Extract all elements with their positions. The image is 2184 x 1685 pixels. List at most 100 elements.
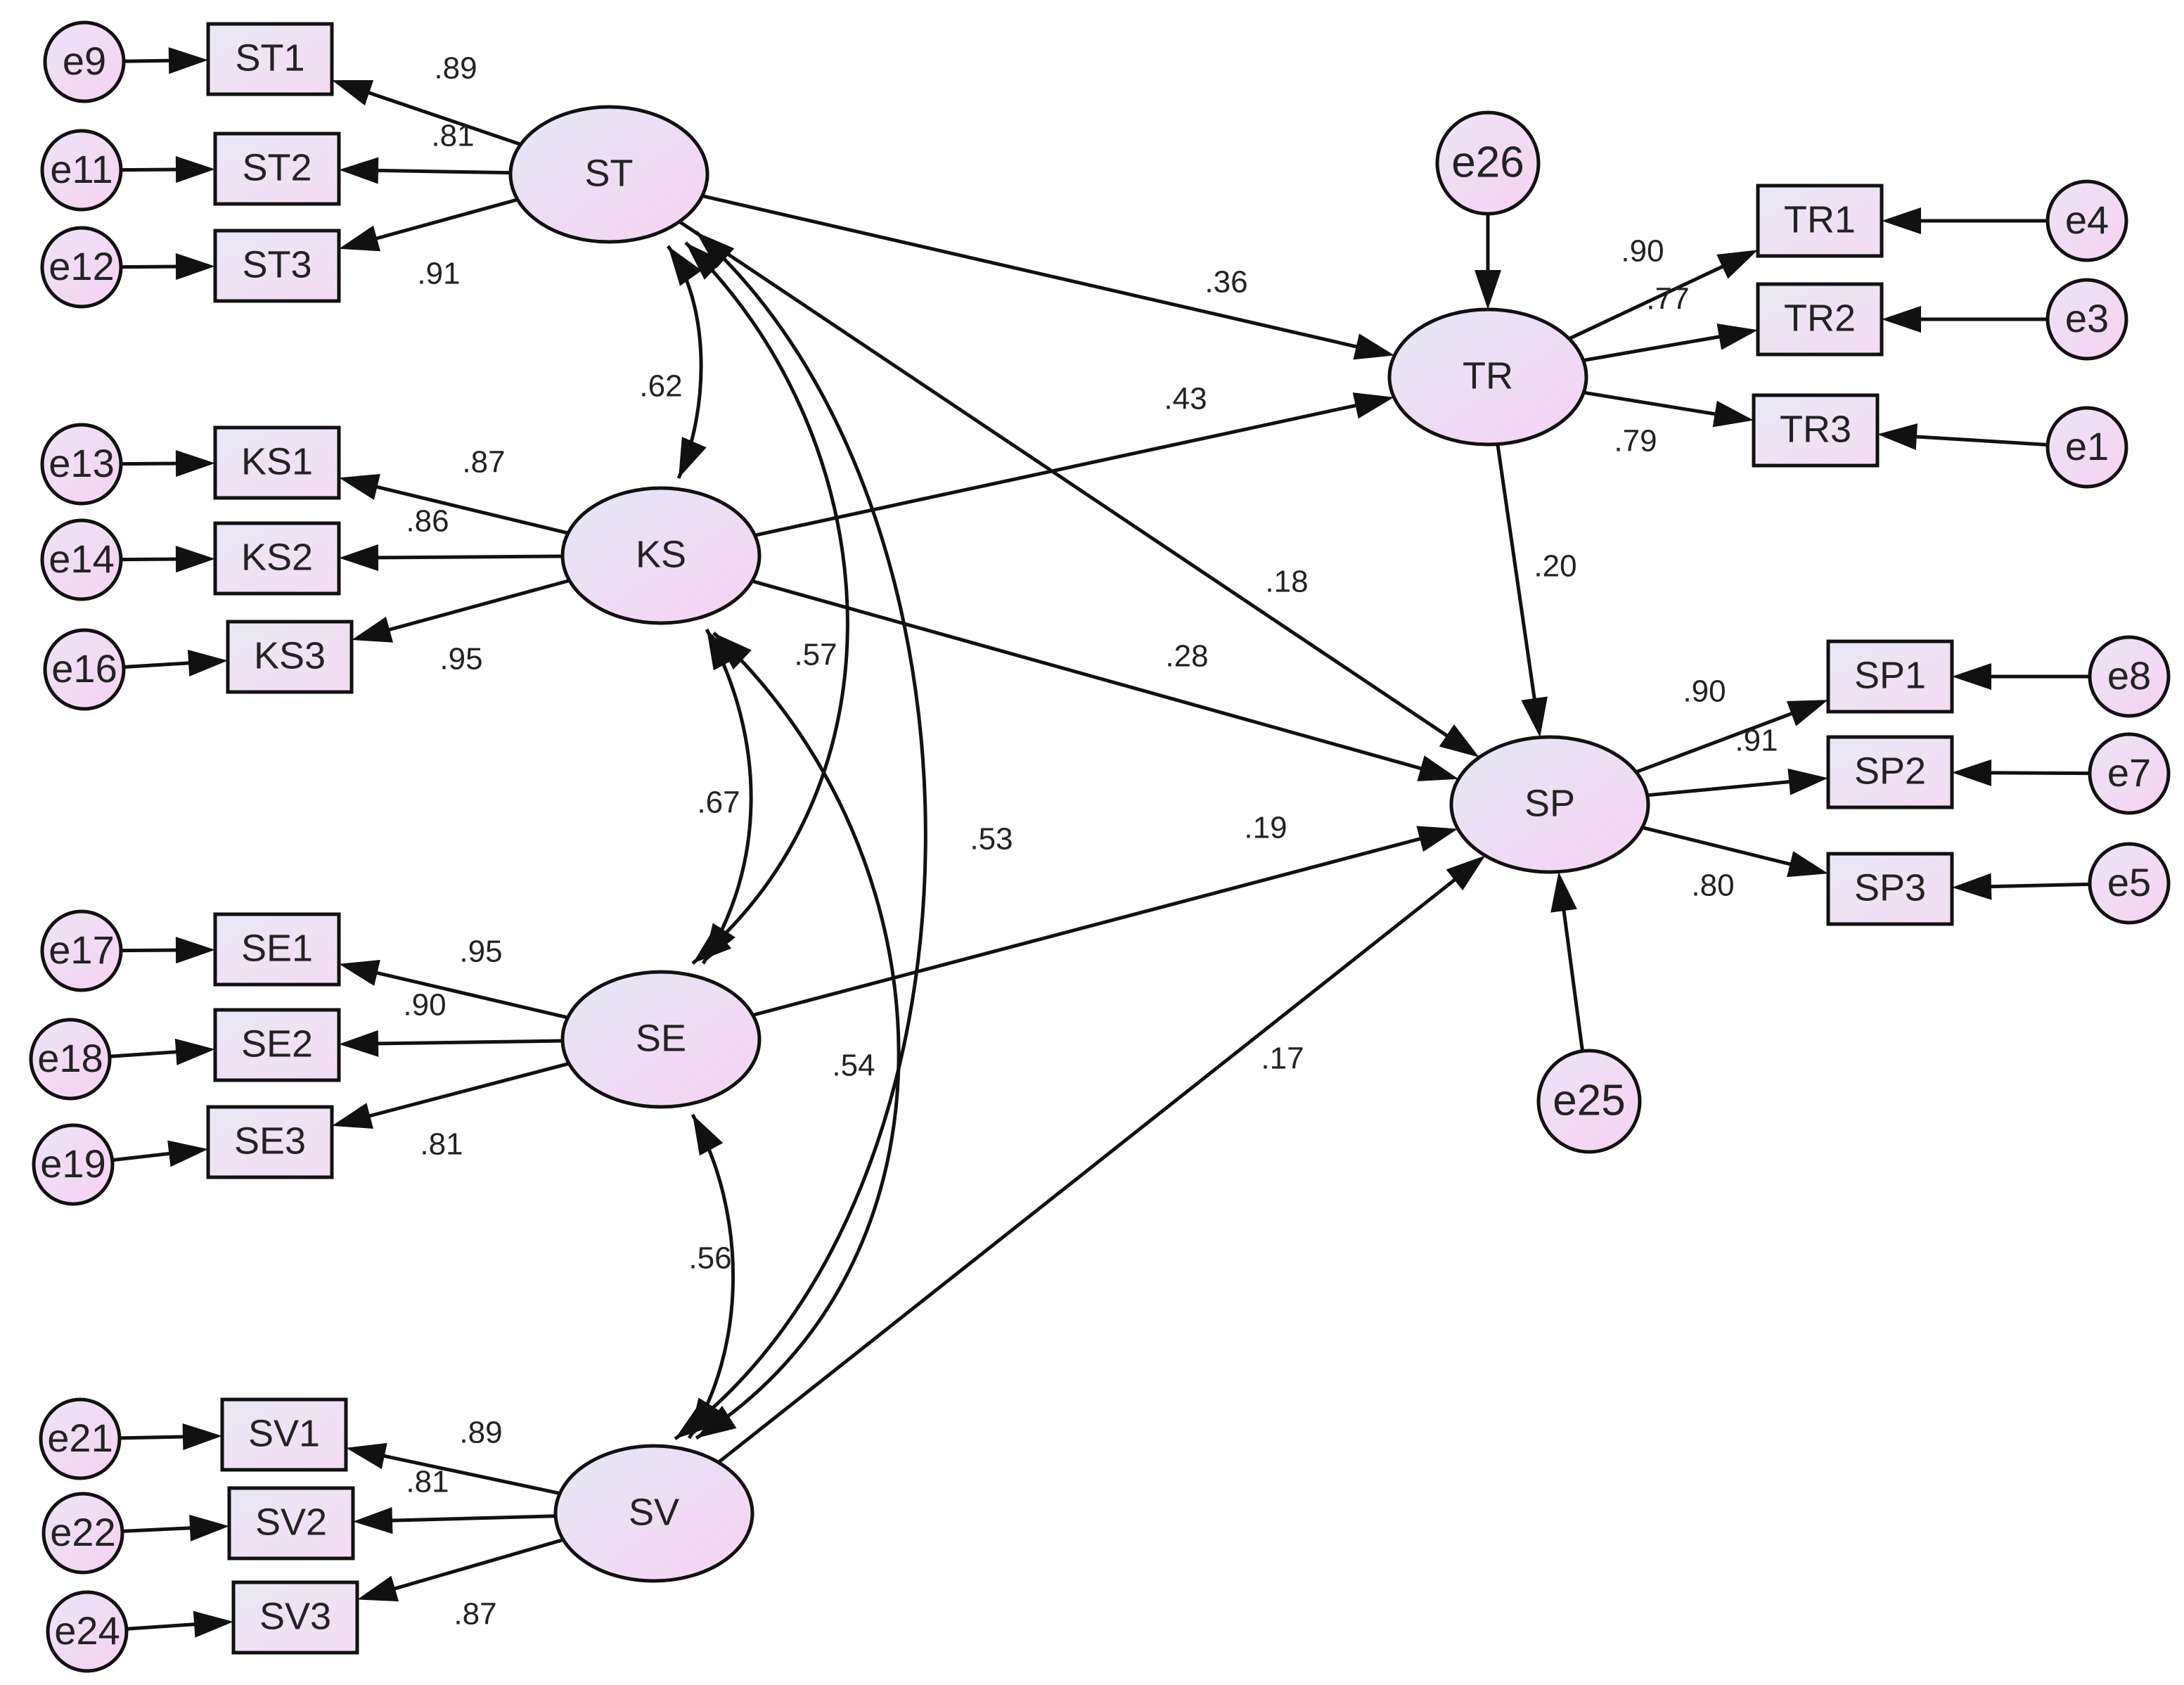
loading-label-ST-ST2: .81 xyxy=(431,119,474,153)
latent-TR-label: TR xyxy=(1463,354,1513,397)
covariance-arc-ST-SV xyxy=(674,231,927,1441)
latent-KS-shape xyxy=(560,486,762,625)
latent-ST-shape xyxy=(508,105,709,244)
error-e9: e9 xyxy=(43,20,126,103)
loading-label-SP-SP2: .91 xyxy=(1735,724,1778,758)
loading-arrow-TR-TR3-line xyxy=(1583,390,1726,418)
error-arrow-e25-SP-line xyxy=(1560,899,1585,1051)
indicator-SE2-label: SE2 xyxy=(241,1023,313,1065)
error-e3: e3 xyxy=(2045,278,2128,361)
loading-arrow-KS-KS1-arrowhead xyxy=(339,473,380,500)
path-arrow-KS-SP-arrowhead xyxy=(1417,755,1459,781)
indicator-KS2: KS2 xyxy=(213,521,341,596)
path-label-KS-TR: .43 xyxy=(1164,382,1207,416)
error-arrow-e22-SV2-arrowhead xyxy=(189,1514,229,1542)
loading-arrow-KS-KS2-line xyxy=(366,554,563,560)
indicator-SE2-box xyxy=(213,1008,341,1082)
error-e8: e8 xyxy=(2088,635,2171,718)
indicator-TR2: TR2 xyxy=(1756,282,1884,357)
latent-SE-label: SE xyxy=(636,1017,686,1059)
error-e5-circle xyxy=(2088,842,2171,925)
error-arrow-e11-ST2-arrowhead xyxy=(175,156,215,184)
path-arrow-SE-SP-arrowhead xyxy=(1416,826,1458,852)
covariance-head-ST xyxy=(668,246,702,286)
indicator-KS1: KS1 xyxy=(213,425,341,500)
covariance-head-SV xyxy=(696,1405,737,1438)
indicator-ST3: ST3 xyxy=(213,229,341,303)
indicator-ST2-box xyxy=(213,132,341,206)
latent-SV: SV xyxy=(553,1444,754,1583)
error-e11: e11 xyxy=(40,129,123,212)
indicator-KS3-box xyxy=(226,620,354,694)
covariance-arc-SE-SV xyxy=(687,1113,736,1440)
indicator-KS1-label: KS1 xyxy=(241,440,313,482)
error-arrow-e9-ST1-arrowhead xyxy=(168,47,208,75)
latent-SE-shape xyxy=(560,970,762,1109)
error-e22-circle xyxy=(41,1492,124,1575)
error-e26-circle xyxy=(1435,110,1541,216)
loading-arrow-SV-SV2-arrowhead xyxy=(353,1507,393,1535)
loading-arrow-SP-SP1-line xyxy=(1635,707,1803,774)
loading-arrow-SV-SV3-line xyxy=(383,1538,564,1594)
latent-SE: SE xyxy=(560,970,762,1109)
error-e16: e16 xyxy=(43,628,126,711)
loading-arrow-SV-SV2-line xyxy=(380,1514,556,1523)
covariance-head-KS xyxy=(714,633,752,670)
indicator-SP3-label: SP3 xyxy=(1854,866,1926,909)
loading-arrow-SP-SP2-arrowhead xyxy=(1787,768,1828,795)
indicator-SP2-box xyxy=(1826,735,1954,809)
edges-layer xyxy=(109,47,2090,1638)
loading-arrow-ST-ST3-arrowhead xyxy=(339,225,381,252)
latent-KS-label: KS xyxy=(636,533,686,575)
loading-arrow-TR-TR1-arrowhead xyxy=(1716,250,1758,279)
error-arrow-e24-SV3-line xyxy=(126,1622,206,1631)
covariance-head-SE xyxy=(693,1115,724,1156)
loading-arrow-KS-KS2-arrowhead xyxy=(339,544,379,571)
path-label-ST-TR: .36 xyxy=(1205,265,1247,300)
error-arrow-e7-SP2-arrowhead xyxy=(1952,759,1992,786)
path-arrow-SV-SP-line xyxy=(717,871,1465,1464)
indicator-TR1: TR1 xyxy=(1756,184,1884,258)
loading-arrow-SP-SP3-line xyxy=(1642,826,1801,869)
indicator-ST2-label: ST2 xyxy=(242,146,311,188)
indicator-SE3-label: SE3 xyxy=(234,1120,306,1162)
loading-label-TR-TR2: .77 xyxy=(1646,282,1689,316)
loading-arrow-ST-ST1-arrowhead xyxy=(332,79,374,105)
error-e25-label: e25 xyxy=(1553,1076,1625,1125)
latent-SV-shape xyxy=(553,1444,754,1583)
error-e17-circle xyxy=(40,909,123,992)
error-e8-circle xyxy=(2088,635,2171,718)
error-e9-label: e9 xyxy=(63,39,106,83)
path-label-ST-SP: .18 xyxy=(1265,565,1308,599)
error-arrow-e24-SV3-arrowhead xyxy=(193,1610,233,1638)
loading-arrow-TR-TR2-arrowhead xyxy=(1716,323,1758,350)
indicator-SP1-box xyxy=(1826,639,1954,714)
covariance-label-KS-SV: .54 xyxy=(832,1049,875,1083)
indicator-SP3: SP3 xyxy=(1826,852,1954,926)
loading-label-TR-TR1: .90 xyxy=(1621,234,1664,269)
path-label-SE-SP: .19 xyxy=(1244,811,1287,845)
loading-label-ST-ST1: .89 xyxy=(434,51,477,86)
error-e26-label: e26 xyxy=(1451,138,1524,186)
covariance-label-ST-SV: .53 xyxy=(970,822,1013,857)
path-arrow-SV-SP-arrowhead xyxy=(1446,855,1486,891)
indicator-ST3-label: ST3 xyxy=(242,243,311,286)
error-e14: e14 xyxy=(40,518,123,601)
latent-ST: ST xyxy=(508,105,709,244)
latent-TR: TR xyxy=(1387,307,1588,447)
path-label-KS-SP: .28 xyxy=(1165,639,1208,674)
indicator-ST2: ST2 xyxy=(213,132,341,206)
error-e7-label: e7 xyxy=(2107,750,2151,795)
path-arrow-TR-SP-line xyxy=(1496,444,1538,710)
indicator-SP3-box xyxy=(1826,852,1954,926)
covariance-arc-KS-SV xyxy=(695,632,901,1440)
error-e21: e21 xyxy=(39,1397,122,1480)
error-e5-label: e5 xyxy=(2107,860,2151,904)
error-e18: e18 xyxy=(29,1018,112,1101)
error-arrow-e5-SP3-arrowhead xyxy=(1952,873,1992,900)
indicator-SV1-box xyxy=(220,1397,348,1472)
indicator-KS3-label: KS3 xyxy=(254,634,326,677)
error-e12: e12 xyxy=(40,226,123,309)
loading-arrow-SP-SP3-arrowhead xyxy=(1787,851,1828,878)
error-arrow-e1-TR3-line xyxy=(1905,434,2048,447)
